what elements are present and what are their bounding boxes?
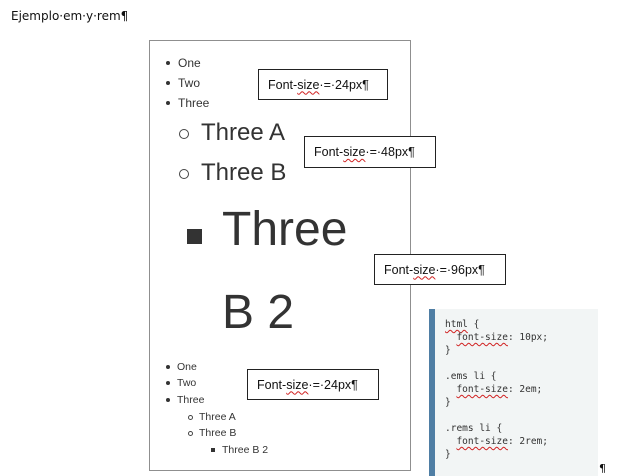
- ems-item-three-a: Three A: [201, 119, 286, 146]
- code-value: : 2em;: [507, 384, 543, 395]
- ems-item-three-b2-line1: Three: [222, 203, 348, 256]
- code-value: : 2rem;: [507, 436, 548, 447]
- ems-item-three: Three: [178, 96, 210, 110]
- code-value: : 10px;: [507, 332, 548, 343]
- callout-suffix: ·=·96px¶: [435, 262, 485, 277]
- callout-suffix: ·=·24px¶: [319, 77, 369, 92]
- bullet-disc-icon: [166, 398, 170, 402]
- rems-item-three-b: Three B: [199, 427, 237, 439]
- code-line: font-size: 10px;: [445, 331, 598, 344]
- code-blank-line: [445, 409, 598, 422]
- rems-item-one: One: [177, 361, 197, 373]
- document-heading: Ejemplo·em·y·rem¶: [11, 9, 129, 23]
- callout-spell-word: size: [343, 145, 366, 159]
- callout-font-size-96px: Font-size·=·96px¶: [374, 254, 506, 285]
- rems-item-three: Three: [177, 394, 205, 406]
- callout-prefix: Font-: [314, 145, 344, 159]
- rems-item-three-a: Three A: [199, 411, 236, 423]
- code-line: }: [445, 397, 451, 408]
- bullet-disc-icon: [166, 365, 170, 369]
- callout-spell-word: size: [413, 262, 436, 277]
- rems-item-two: Two: [177, 377, 197, 389]
- bullet-disc-icon: [166, 61, 170, 65]
- code-line: .ems li {: [445, 371, 497, 382]
- callout-suffix: ·=·24px¶: [308, 377, 358, 392]
- ems-item-one: One: [178, 56, 201, 70]
- callout-prefix: Font-: [257, 377, 287, 392]
- callout-font-size-48px: Font-size·=·48px¶: [304, 136, 436, 168]
- bullet-disc-icon: [166, 101, 170, 105]
- code-property: font-size: [456, 332, 508, 343]
- callout-prefix: Font-: [268, 77, 298, 92]
- css-code-block: html { font-size: 10px; } .ems li { font…: [429, 309, 598, 476]
- bullet-square-icon: [187, 229, 202, 244]
- callout-font-size-24px-rem: Font-size·=·24px¶: [247, 369, 379, 400]
- callout-prefix: Font-: [384, 262, 414, 277]
- code-line: }: [445, 449, 451, 460]
- bullet-circle-icon: [179, 129, 189, 139]
- ems-item-three-b: Three B: [201, 159, 287, 186]
- code-line: html {: [445, 318, 598, 331]
- example-frame: One Two Three Three A Three B Three B 2 …: [149, 40, 411, 471]
- code-property: font-size: [456, 436, 508, 447]
- callout-font-size-24px: Font-size·=·24px¶: [258, 69, 388, 100]
- bullet-disc-icon: [166, 381, 170, 385]
- code-property: font-size: [456, 384, 508, 395]
- bullet-circle-icon: [179, 169, 189, 179]
- paragraph-mark: ¶: [599, 462, 606, 475]
- ems-item-three-b2-line2: B 2: [222, 286, 295, 339]
- bullet-square-icon: [211, 448, 215, 452]
- rems-item-three-b2: Three B 2: [222, 444, 269, 456]
- bullet-disc-icon: [166, 81, 170, 85]
- ems-item-two: Two: [178, 76, 201, 90]
- code-line: font-size: 2rem;: [445, 435, 598, 448]
- code-selector: html: [445, 319, 468, 330]
- code-blank-line: [445, 357, 598, 370]
- bullet-circle-icon: [188, 415, 193, 420]
- code-line: font-size: 2em;: [445, 383, 598, 396]
- callout-spell-word: size: [297, 77, 320, 92]
- bullet-circle-icon: [188, 431, 193, 436]
- code-line: .rems li {: [445, 423, 503, 434]
- code-brace: {: [467, 319, 480, 330]
- callout-spell-word: size: [286, 377, 309, 392]
- callout-suffix: ·=·48px¶: [365, 145, 415, 159]
- code-line: }: [445, 345, 451, 356]
